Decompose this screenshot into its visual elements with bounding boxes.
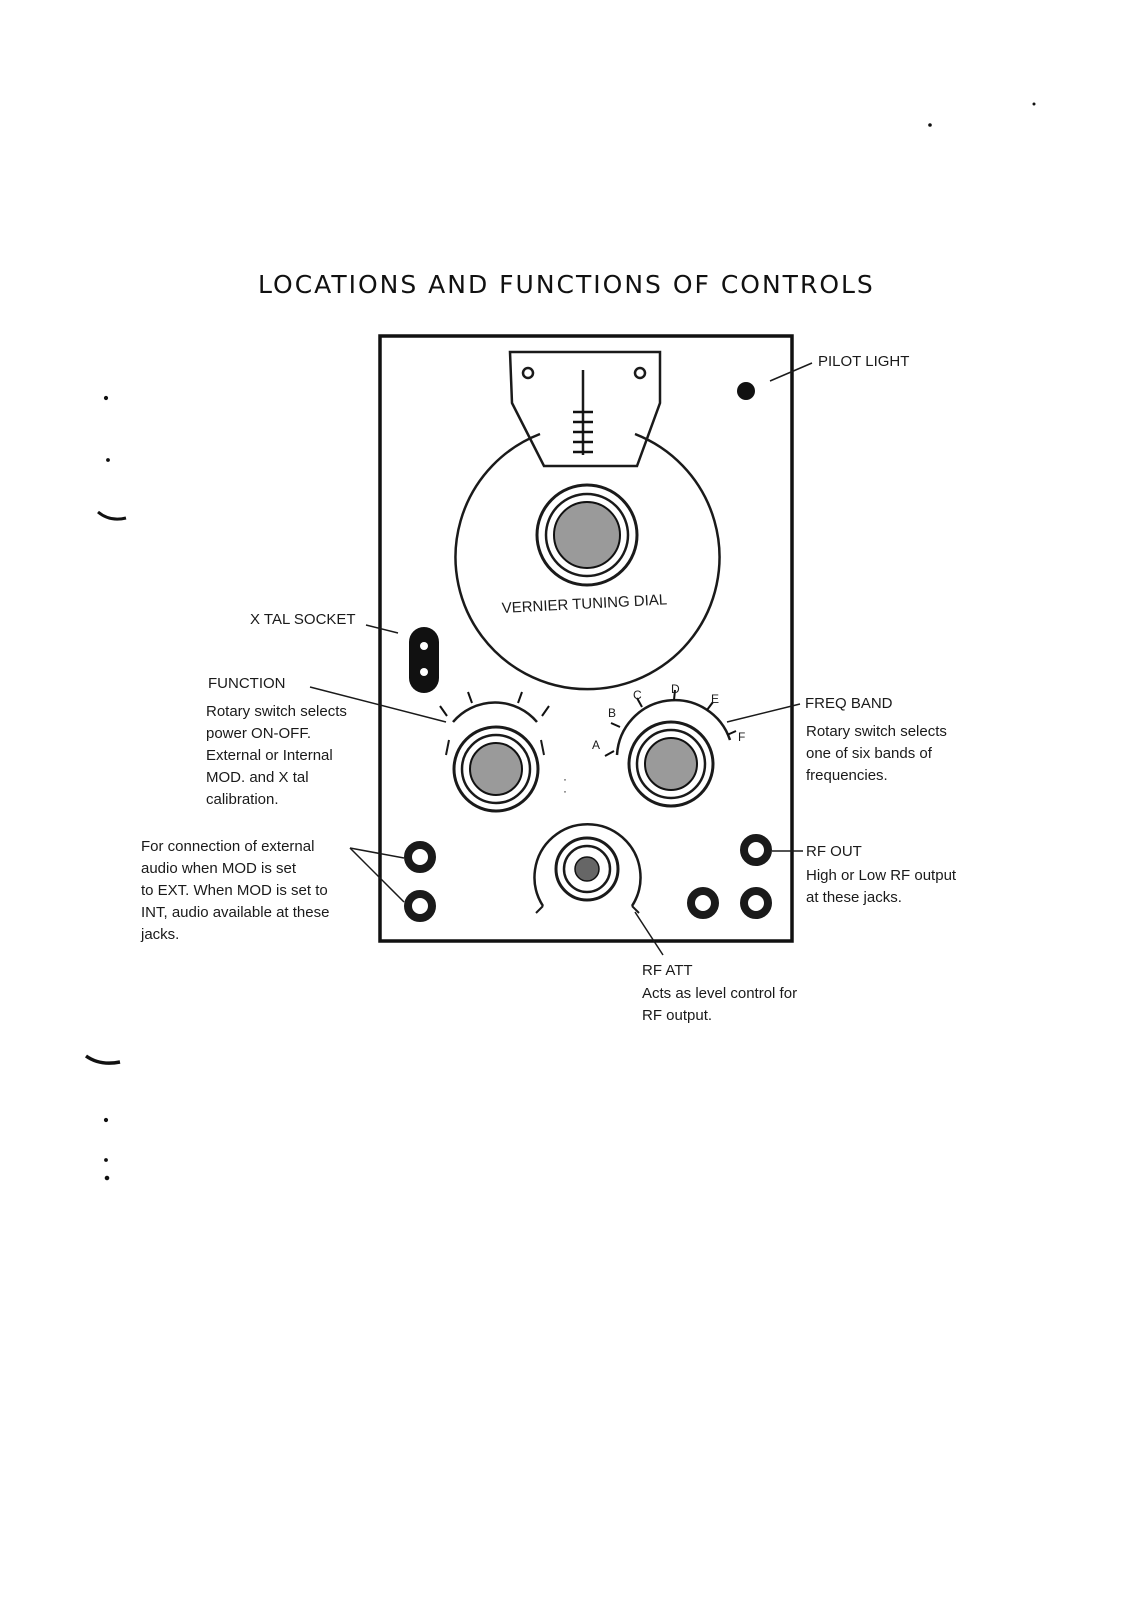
band-letter-a: A [592, 738, 600, 752]
vernier-dial-label: VERNIER TUNING DIAL [501, 591, 667, 617]
rf-out-jack-bottom-left[interactable] [687, 887, 719, 919]
freq-band-line: frequencies. [806, 767, 888, 784]
audio-line: For connection of external [141, 838, 314, 855]
function-description: Rotary switch selects power ON-OFF. Exte… [206, 703, 351, 808]
panel-mark: · [563, 784, 567, 798]
band-letter-d: D [671, 682, 680, 696]
freq-band-line: Rotary switch selects [806, 723, 947, 740]
audio-jack-top[interactable] [404, 841, 436, 873]
freq-band-switch[interactable] [604, 689, 737, 808]
rf-att-line: RF output. [642, 1007, 712, 1024]
xtal-socket-label: X TAL SOCKET [250, 611, 356, 628]
rf-out-description: High or Low RF output at these jacks. [806, 867, 960, 906]
rf-out-line: High or Low RF output [806, 867, 957, 884]
rf-out-jack-top[interactable] [740, 834, 772, 866]
band-letters: A B C D E F [592, 682, 745, 752]
freq-band-description: Rotary switch selects one of six bands o… [806, 723, 951, 784]
band-letter-b: B [608, 706, 616, 720]
function-line: power ON-OFF. [206, 725, 311, 742]
function-line: calibration. [206, 791, 279, 808]
scan-artifacts [84, 102, 1036, 1181]
band-letter-e: E [711, 692, 719, 706]
function-line: MOD. and X tal [206, 769, 309, 786]
audio-line: audio when MOD is set [141, 860, 297, 877]
audio-jacks-description: For connection of external audio when MO… [140, 838, 334, 943]
rf-att-line: Acts as level control for [642, 985, 797, 1002]
function-line: External or Internal [206, 747, 333, 764]
rf-att-description: Acts as level control for RF output. [642, 985, 801, 1024]
pilot-light-label: PILOT LIGHT [818, 353, 909, 370]
function-switch[interactable] [439, 691, 550, 813]
audio-line: to EXT. When MOD is set to [141, 882, 328, 899]
audio-jack-bottom[interactable] [404, 890, 436, 922]
band-letter-f: F [738, 730, 745, 744]
panel-mark: · [563, 772, 567, 786]
rf-att-heading: RF ATT [642, 962, 693, 979]
rf-out-jack-bottom-right[interactable] [740, 887, 772, 919]
audio-line: INT, audio available at these [141, 904, 329, 921]
dial-window [508, 350, 662, 468]
rf-out-heading: RF OUT [806, 843, 862, 860]
page-title: LOCATIONS AND FUNCTIONS OF CONTROLS [258, 270, 875, 299]
freq-band-heading: FREQ BAND [805, 695, 893, 712]
rf-out-line: at these jacks. [806, 889, 902, 906]
function-line: Rotary switch selects [206, 703, 347, 720]
band-letter-c: C [633, 688, 642, 702]
front-panel [378, 334, 794, 943]
function-heading: FUNCTION [208, 675, 286, 692]
pilot-light [737, 382, 755, 400]
vernier-tuning-dial[interactable] [454, 432, 721, 691]
xtal-socket[interactable] [409, 627, 439, 693]
audio-line: jacks. [140, 926, 179, 943]
freq-band-line: one of six bands of [806, 745, 933, 762]
rf-att-control[interactable] [533, 822, 642, 914]
